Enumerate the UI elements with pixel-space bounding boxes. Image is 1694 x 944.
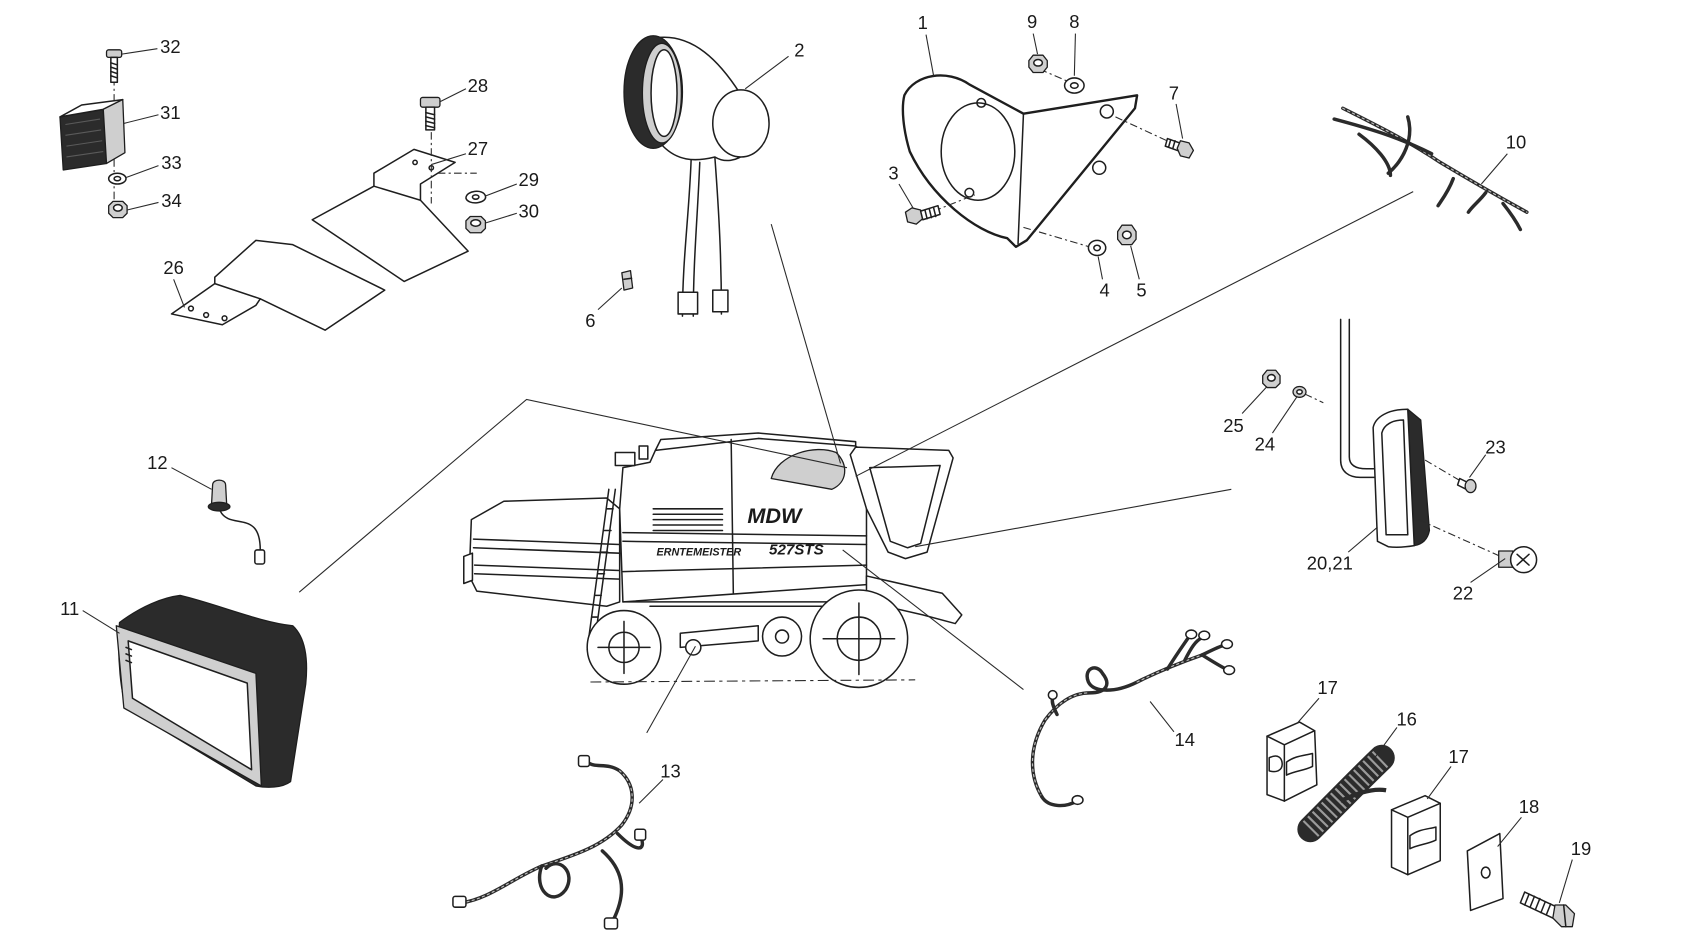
combine-roof-lamp: [770, 448, 846, 490]
combine-front-wheel: [809, 589, 909, 689]
callout-20-21: 20,21: [1307, 552, 1353, 573]
bolt-28: [419, 96, 441, 131]
relay-31: [59, 98, 126, 171]
callout-29: 29: [518, 169, 538, 190]
callout-19: 19: [1571, 838, 1591, 859]
screw-23: [1456, 477, 1477, 494]
callout-30: 30: [518, 201, 538, 222]
nut-5: [1116, 224, 1137, 246]
callout-13: 13: [660, 760, 680, 781]
clamp-half-17-upper: [1266, 721, 1318, 802]
washer-24: [1292, 385, 1307, 398]
combine-rear-wheel: [586, 609, 662, 685]
bulb-22: [1498, 545, 1538, 574]
mounting-plate-27: [311, 148, 469, 283]
combine-harvester: MDW ERNTEMEISTER 527STS: [463, 432, 963, 689]
callout-2: 2: [794, 39, 804, 60]
ground-line: [590, 679, 916, 683]
combine-cab: [849, 446, 954, 560]
round-lamp-2: [623, 35, 770, 317]
combine-middle-wheel: [761, 616, 803, 657]
plate-18: [1466, 832, 1504, 912]
callout-33: 33: [161, 152, 181, 173]
wiring-harness-14: [1030, 629, 1236, 808]
callout-leaders: [82, 33, 1573, 904]
callout-10: 10: [1506, 131, 1526, 152]
assembly-leader-lines: [298, 191, 1414, 734]
callout-27: 27: [468, 138, 488, 159]
callout-8: 8: [1069, 11, 1079, 32]
mounting-plate-26: [170, 239, 386, 331]
callout-25: 25: [1223, 415, 1243, 436]
washer-4: [1087, 239, 1107, 257]
tail-light-20-21: [1372, 408, 1431, 548]
bolt-19: [1519, 891, 1576, 928]
washer-8: [1063, 77, 1085, 94]
callout-16: 16: [1396, 708, 1416, 729]
callout-5: 5: [1136, 280, 1146, 301]
callout-3: 3: [888, 163, 898, 184]
callout-labels: 1 2 3 4 5 6 7 8 9 10 11 12 13 14 16 17 1…: [60, 11, 1591, 859]
wiring-harness-13: [452, 754, 647, 930]
bulb-12: [207, 479, 266, 565]
callout-18: 18: [1519, 796, 1539, 817]
callout-34: 34: [161, 190, 181, 211]
callout-26: 26: [163, 257, 183, 278]
screw-32: [105, 49, 123, 84]
callout-17-a: 17: [1317, 677, 1337, 698]
combine-logo: MDW: [747, 503, 803, 528]
washer-33: [107, 172, 127, 185]
callout-32: 32: [160, 36, 180, 57]
callout-9: 9: [1027, 11, 1037, 32]
callout-17-b: 17: [1448, 746, 1468, 767]
headlight-lens: [127, 640, 253, 771]
clip-6: [621, 269, 634, 291]
tail-light-bracket: [1339, 318, 1377, 479]
callout-28: 28: [468, 75, 488, 96]
callout-22: 22: [1453, 583, 1473, 604]
callout-24: 24: [1255, 433, 1275, 454]
bolt-7: [1164, 137, 1195, 159]
work-headlight-11: [115, 594, 308, 788]
nut-25: [1262, 369, 1281, 389]
bolt-3: [904, 204, 941, 225]
clamp-half-17-lower: [1390, 794, 1442, 876]
wiring-harness-10: [1332, 106, 1529, 232]
spiral-sleeve-16: [1297, 744, 1395, 843]
washer-29: [465, 190, 487, 204]
callout-1: 1: [918, 12, 928, 33]
lamp-cap: [712, 89, 770, 158]
combine-model: 527STS: [769, 541, 824, 558]
callout-12: 12: [147, 452, 167, 473]
bracket-lamp-hole: [940, 102, 1016, 202]
nut-30: [465, 215, 487, 234]
callout-4: 4: [1100, 280, 1110, 301]
relay-front-face: [59, 108, 108, 171]
nut-34: [108, 200, 128, 219]
combine-vents: [652, 508, 724, 532]
callout-14: 14: [1175, 729, 1195, 750]
callout-23: 23: [1485, 437, 1505, 458]
nut-9: [1028, 54, 1048, 74]
callout-7: 7: [1169, 83, 1179, 104]
callout-11: 11: [60, 598, 79, 619]
combine-brand: ERNTEMEISTER: [656, 546, 741, 558]
lamp-bracket-1: [901, 74, 1139, 249]
combine-cab-window: [868, 464, 941, 549]
relay-assembly: [59, 49, 128, 219]
callout-31: 31: [160, 102, 180, 123]
callout-6: 6: [585, 310, 595, 331]
